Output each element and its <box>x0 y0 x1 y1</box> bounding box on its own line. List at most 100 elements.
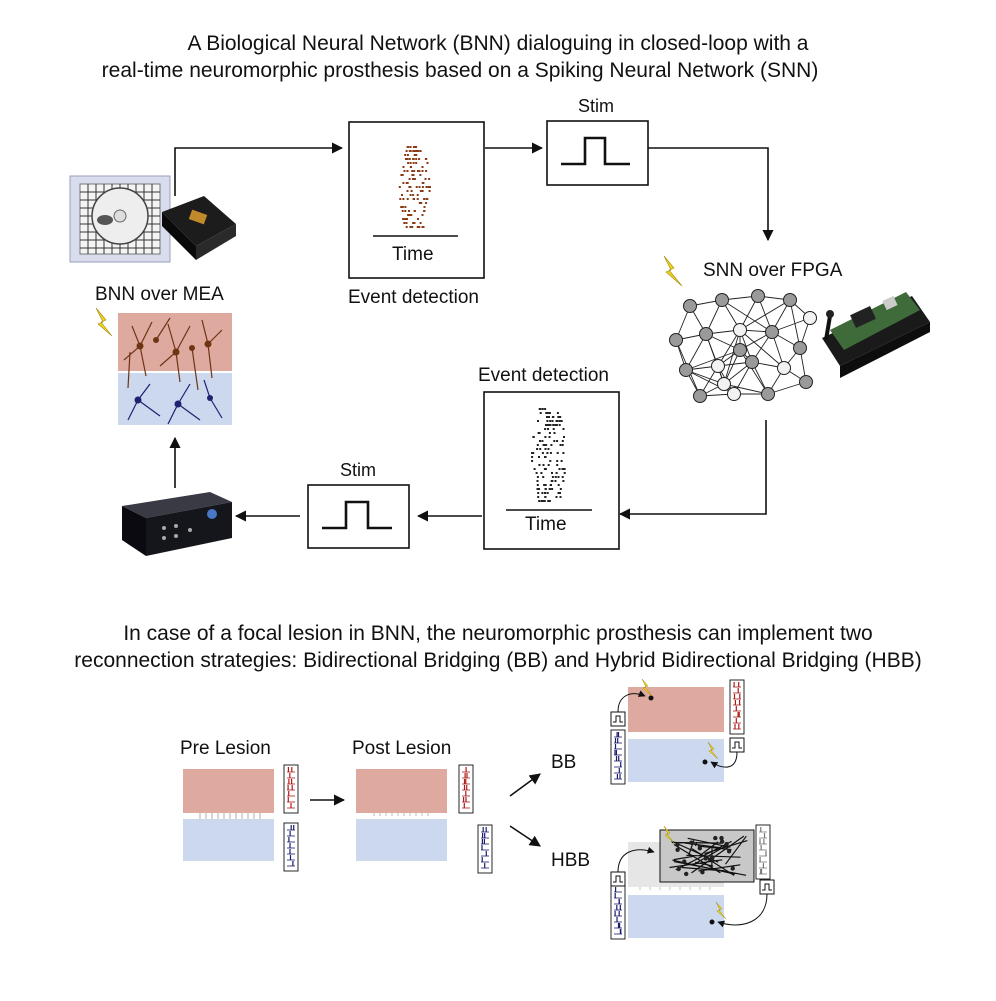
bnn-label: BNN over MEA <box>95 284 224 306</box>
spike-dot <box>549 420 551 422</box>
spike-dot <box>420 222 422 224</box>
spike-dot <box>425 202 427 204</box>
spike-dot <box>422 166 424 168</box>
hbb-neuron <box>677 867 681 871</box>
spike-dot <box>543 464 545 466</box>
spike-dot <box>425 178 427 180</box>
spike-dot <box>562 444 564 446</box>
hbb-neuron <box>675 848 679 852</box>
mea-headstage-image <box>162 196 236 260</box>
spike-dot <box>404 154 406 156</box>
snn-neuron <box>718 378 731 391</box>
spike-dot <box>544 436 546 438</box>
spike-dot <box>412 158 414 160</box>
spike-dot <box>557 420 559 422</box>
spike-dot <box>428 178 430 180</box>
spike-dot <box>556 460 558 462</box>
spike-dot <box>408 210 410 212</box>
spike-dot <box>564 468 566 470</box>
spike-dot <box>406 226 408 228</box>
spike-dot <box>404 210 406 212</box>
spike-dot <box>557 416 559 418</box>
spike-dot <box>562 468 564 470</box>
snn-neuron <box>794 342 807 355</box>
spike-dot <box>411 226 413 228</box>
spike-dot <box>422 226 424 228</box>
spike-dot <box>429 190 431 192</box>
spike-dot <box>417 218 419 220</box>
spike-dot <box>549 436 551 438</box>
spike-dot <box>546 452 548 454</box>
snn-neuron <box>734 344 747 357</box>
spike-dot <box>412 150 414 152</box>
spike-dot <box>532 452 534 454</box>
spike-dot <box>409 214 411 216</box>
snn-neuron <box>684 300 697 313</box>
spike-dot <box>414 154 416 156</box>
spike-dot <box>423 210 425 212</box>
spike-dot <box>413 198 415 200</box>
snn-neuron <box>762 388 775 401</box>
hbb-neuron <box>724 842 728 846</box>
hbb-neuron <box>727 849 731 853</box>
spike-dot <box>402 210 404 212</box>
spike-dot <box>560 444 562 446</box>
spike-dot <box>407 146 409 148</box>
hbb-neuron <box>700 870 704 874</box>
subtitle-line-1: In case of a focal lesion in BNN, the ne… <box>0 620 996 647</box>
spike-dot <box>551 472 553 474</box>
spike-dot <box>545 448 547 450</box>
spike-dot <box>554 424 556 426</box>
hbb-neuron <box>682 859 686 863</box>
arrow-stim-to-snn <box>648 148 768 240</box>
spike-dot <box>428 186 430 188</box>
event-detection-label-bottom: Event detection <box>478 365 609 387</box>
spike-dot <box>556 440 558 442</box>
spike-dot <box>425 170 427 172</box>
hbb-label: HBB <box>551 850 590 872</box>
spike-dot <box>407 154 409 156</box>
snn-neuron <box>778 362 791 375</box>
spike-dot <box>418 170 420 172</box>
post-lesion-panel <box>356 765 492 873</box>
spike-dot <box>410 166 412 168</box>
spike-dot <box>550 444 552 446</box>
spike-dot <box>539 432 541 434</box>
electrode-frame <box>611 885 625 939</box>
hbb-connection <box>672 843 723 844</box>
spike-dot <box>560 496 562 498</box>
spike-dot <box>559 420 561 422</box>
spike-dot <box>544 408 546 410</box>
spike-dot <box>544 428 546 430</box>
bb-stim-box-right <box>730 738 744 752</box>
arrow-post-to-bb <box>510 774 540 796</box>
spike-dot <box>553 440 555 442</box>
hbb-stim-box-right <box>760 880 774 894</box>
spike-dot <box>546 420 548 422</box>
spike-dot <box>534 468 536 470</box>
spike-dot <box>541 500 543 502</box>
spike-dot <box>407 162 409 164</box>
bb-stim-box-left <box>611 712 625 726</box>
snn-neuron <box>784 294 797 307</box>
spike-dot <box>559 424 561 426</box>
spike-dot <box>563 428 565 430</box>
mea-chip-image <box>70 176 170 262</box>
spike-dot <box>545 484 547 486</box>
spike-dot <box>538 464 540 466</box>
bb-red-spikes <box>730 680 744 734</box>
spike-dot <box>545 444 547 446</box>
spike-dot <box>409 178 411 180</box>
hbb-neuron <box>675 843 679 847</box>
spike-dot <box>424 206 426 208</box>
spike-dot <box>400 174 402 176</box>
spike-dot <box>551 488 553 490</box>
spike-dot <box>416 186 418 188</box>
spike-dot <box>410 162 412 164</box>
spike-dot <box>423 198 425 200</box>
spike-dot <box>404 170 406 172</box>
spike-dot <box>413 222 415 224</box>
spike-dot <box>561 420 563 422</box>
spike-dot <box>542 500 544 502</box>
spike-dot <box>539 408 541 410</box>
